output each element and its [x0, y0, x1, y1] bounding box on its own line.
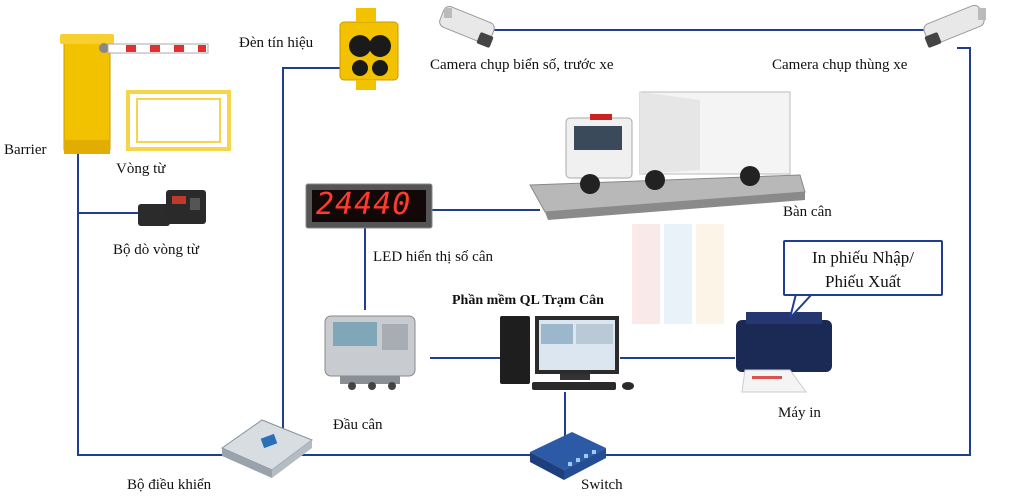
led-value: 24440 — [316, 187, 412, 222]
indicator-label: Đầu cân — [333, 417, 383, 433]
scale-label: Bàn cân — [783, 204, 832, 220]
loop-label: Vòng từ — [116, 161, 166, 177]
watermark-logo — [632, 224, 724, 324]
led-display-label: LED hiển thị số cân — [373, 249, 493, 265]
truck-on-scale-icon — [529, 91, 806, 220]
switch-label: Switch — [581, 477, 623, 493]
controller-label: Bộ điều khiển — [127, 477, 212, 493]
wire-signal-controller — [282, 67, 340, 455]
print-note-bubble: In phiếu Nhập/ Phiếu Xuất — [783, 240, 943, 296]
camera-top-label: Camera chụp thùng xe — [772, 57, 908, 73]
weighing-indicator-icon — [324, 315, 416, 390]
printer-label: Máy in — [778, 405, 821, 421]
bubble-line-2: Phiếu Xuất — [824, 272, 902, 291]
loop-detector-icon — [138, 190, 206, 226]
camera-front-label: Camera chụp biển số, trước xe — [430, 57, 614, 73]
traffic-light-icon — [339, 8, 399, 90]
connection-lines — [77, 22, 971, 456]
led-display-icon — [305, 183, 433, 229]
bubble-line-1: In phiếu Nhập/ — [812, 248, 914, 267]
barrier-icon — [60, 34, 209, 154]
loop-detector-label: Bộ dò vòng từ — [113, 242, 200, 258]
wire-switch-camera-top — [600, 47, 971, 456]
wire-barrier-controller — [77, 150, 240, 456]
switch-icon — [530, 432, 606, 480]
computer-icon — [500, 316, 634, 390]
loop-icon — [126, 90, 231, 151]
printer-icon — [736, 312, 832, 393]
wire-camera-link — [477, 22, 933, 35]
barrier-label: Barrier — [4, 142, 47, 158]
controller-icon — [220, 419, 314, 478]
camera-top-icon — [923, 4, 986, 48]
software-label: Phần mềm QL Trạm Cân — [452, 293, 604, 308]
camera-front-icon — [439, 5, 495, 48]
signal-light-label: Đèn tín hiệu — [239, 35, 314, 51]
